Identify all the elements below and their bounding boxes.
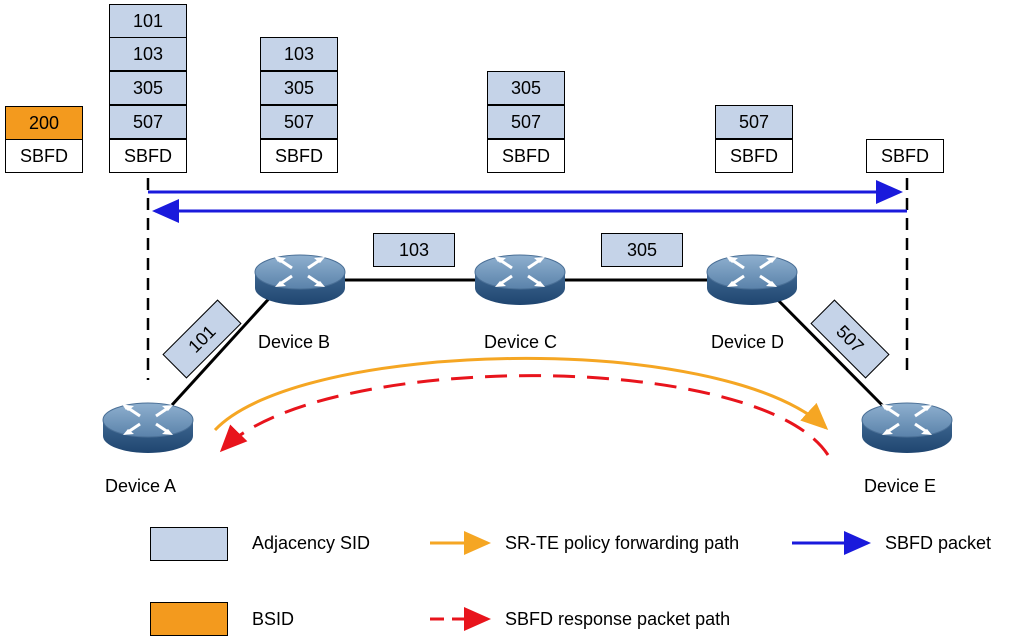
bsid-cell: 200: [5, 106, 83, 140]
sbfd-cell: SBFD: [109, 139, 187, 173]
link-label-305: 305: [601, 233, 683, 267]
legend-adjacency-sid-label: Adjacency SID: [252, 533, 371, 553]
sid-cell: 507: [715, 105, 793, 139]
sbfd-cell: SBFD: [715, 139, 793, 173]
sid-cell: 507: [109, 105, 187, 139]
legend-bsid-swatch: [150, 602, 228, 636]
device-label-c: Device C: [484, 332, 558, 352]
sid-cell: 305: [109, 71, 187, 105]
forwarding-path-arrow: [213, 356, 829, 432]
sbfd-cell: SBFD: [5, 139, 83, 173]
sid-cell: 507: [487, 105, 565, 139]
response-path-arrow: [219, 374, 830, 456]
sid-cell: 103: [109, 37, 187, 71]
device-a-icon: [101, 401, 195, 455]
sbfd-cell: SBFD: [487, 139, 565, 173]
sid-cell: 305: [260, 71, 338, 105]
link-a-b: [170, 290, 277, 407]
device-label-b: Device B: [258, 332, 331, 352]
legend-sbfd-label: SBFD packet: [885, 533, 992, 553]
link-label-103: 103: [373, 233, 455, 267]
link-d-e: [768, 290, 887, 410]
device-d-icon: [705, 253, 799, 307]
sid-cell: 507: [260, 105, 338, 139]
sid-cell: 103: [260, 37, 338, 71]
sbfd-cell: SBFD: [866, 139, 944, 173]
sid-cell: 101: [109, 4, 187, 38]
device-label-d: Device D: [711, 332, 785, 352]
device-e-icon: [860, 401, 954, 455]
sbfd-cell: SBFD: [260, 139, 338, 173]
legend-forwarding-label: SR-TE policy forwarding path: [505, 533, 740, 553]
device-b-icon: [253, 253, 347, 307]
legend-bsid-label: BSID: [252, 609, 295, 629]
device-label-e: Device E: [864, 476, 937, 496]
device-c-icon: [473, 253, 567, 307]
device-label-a: Device A: [105, 476, 177, 496]
legend-adjacency-sid-swatch: [150, 527, 228, 561]
legend-response-label: SBFD response packet path: [505, 609, 731, 629]
sid-cell: 305: [487, 71, 565, 105]
